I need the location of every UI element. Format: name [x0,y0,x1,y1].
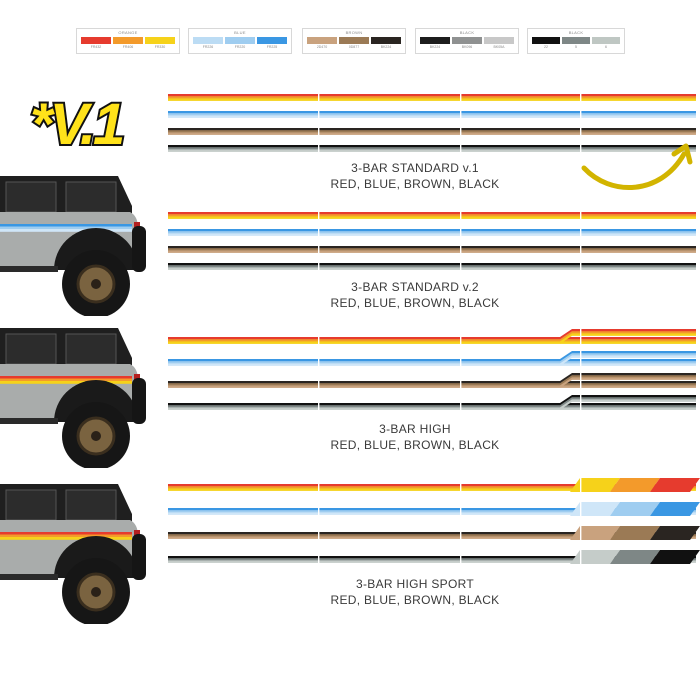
color-code: 22 [544,45,548,49]
truck-window [65,489,117,521]
truck-image-high [0,318,160,470]
stripe-group-high-sport: 3-BAR HIGH SPORT RED, BLUE, BROWN, BLACK [160,472,700,607]
color-code: BK05A [493,45,505,49]
package-colors: RED, BLUE, BROWN, BLACK [330,438,500,452]
stripe-bar [168,327,696,349]
spare-tire [132,226,146,272]
color-chip [532,37,560,44]
swatch-title: BLUE [234,30,246,35]
stripe-bar [168,135,696,157]
stripe-bar [168,118,696,140]
color-code: FR225 [266,45,278,49]
stripe-bar [168,498,700,520]
truck-window [5,489,57,521]
color-code: 6 [605,45,607,49]
color-code: FR226 [202,45,214,49]
running-board [0,418,58,424]
package-name: 3-BAR HIGH SPORT [356,577,474,591]
stripe-bar [168,474,700,496]
color-chip [257,37,287,44]
package-colors: RED, BLUE, BROWN, BLACK [330,296,500,310]
stripe-bar [168,253,696,275]
stripe-group-high: 3-BAR HIGH RED, BLUE, BROWN, BLACK [160,325,700,452]
stripe-preview [168,474,700,568]
spare-tire [132,378,146,424]
stripe-bar [168,371,696,393]
color-chip [307,37,337,44]
package-name: 3-BAR HIGH [379,422,451,436]
stripe-bar [168,522,700,544]
color-code: BK224 [380,45,392,49]
spare-tire [132,534,146,580]
color-code: FR220 [234,45,246,49]
color-chip [371,37,401,44]
stripe-bar [168,393,696,415]
stripe-preview [168,327,696,415]
swatch-card: BLACK 22 5 6 [527,28,625,54]
color-chip [592,37,620,44]
swatch-card: BLACK BK224 BK096 BK05A [415,28,519,54]
color-chip [562,37,590,44]
color-swatch-legend: ORANGE FR432 FR406 FR330 BLUE FR226 FR220 FR225… [0,0,700,60]
color-code: BK096 [461,45,473,49]
color-chip [339,37,369,44]
truck-image-standard-v1 [0,166,160,318]
swatch-title: ORANGE [118,30,138,35]
stripe-preview [168,84,696,157]
stripe-preview [168,202,696,275]
stripe-bar [168,546,700,568]
truck-window [5,181,57,213]
stripe-bar [168,202,696,224]
color-chip [452,37,482,44]
stripe-bar [168,101,696,123]
color-code: FR432 [90,45,102,49]
color-code: 5 [575,45,577,49]
stripe-bar [168,349,696,371]
truck-image-high-sport [0,474,160,626]
color-chip [484,37,514,44]
package-name: 3-BAR STANDARD v.2 [351,280,479,294]
version-badge-text: *V.1 [30,92,123,154]
curved-arrow-icon [581,143,693,190]
package-colors: RED, BLUE, BROWN, BLACK [330,177,500,191]
package-name: 3-BAR STANDARD v.1 [351,161,479,175]
swatch-card: BROWN 2D470 0D877 BK224 [302,28,406,54]
truck-window [65,333,117,365]
truck-window [65,181,117,213]
package-colors: RED, BLUE, BROWN, BLACK [330,593,500,607]
color-code: FR406 [122,45,134,49]
swatch-title: BLACK [459,30,475,35]
color-chip [145,37,175,44]
stripe-bar [168,219,696,241]
color-chip [420,37,450,44]
color-chip [193,37,223,44]
color-code: FR330 [154,45,166,49]
color-code: 0D877 [348,45,360,49]
running-board [0,574,58,580]
stripe-group-standard-v2: 3-BAR STANDARD v.2 RED, BLUE, BROWN, BLA… [160,202,700,327]
color-chip [225,37,255,44]
version-badge: *V.1 [28,92,128,154]
swatch-card: ORANGE FR432 FR406 FR330 [76,28,180,54]
color-code: BK224 [429,45,441,49]
stripe-bar [168,84,696,106]
swatch-card: BLUE FR226 FR220 FR225 [188,28,292,54]
truck-window [5,333,57,365]
swatch-title: BLACK [568,30,584,35]
stripe-group-standard-v1: 3-BAR STANDARD v.1 RED, BLUE, BROWN, BLA… [160,84,700,208]
swatch-title: BROWN [345,30,363,35]
color-chip [113,37,143,44]
running-board [0,266,58,272]
color-chip [81,37,111,44]
stripe-bar [168,236,696,258]
color-code: 2D470 [316,45,328,49]
